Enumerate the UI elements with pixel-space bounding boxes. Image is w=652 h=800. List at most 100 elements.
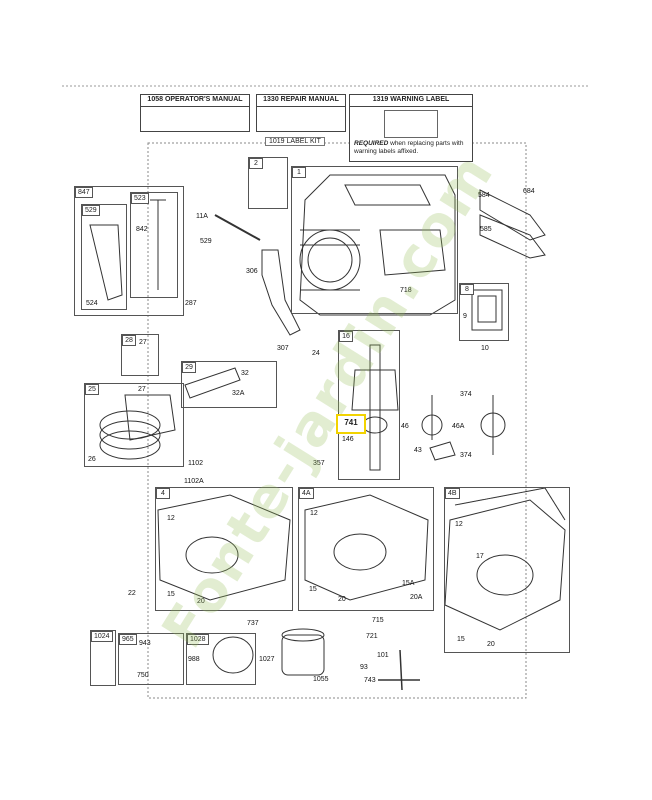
box-1028 bbox=[186, 633, 256, 685]
part-585: 585 bbox=[480, 226, 492, 233]
part-26: 26 bbox=[88, 456, 96, 463]
tag-2: 2 bbox=[249, 158, 263, 169]
tag-529: 529 bbox=[82, 205, 100, 216]
part-20c: 20 bbox=[487, 641, 495, 648]
warning-label-title: 1319 WARNING LABEL bbox=[372, 96, 450, 103]
part-101: 101 bbox=[377, 652, 389, 659]
tag-16: 16 bbox=[339, 331, 353, 342]
highlighted-part-741[interactable]: 741 bbox=[336, 414, 366, 434]
dipstick-tube-drawing bbox=[89, 199, 166, 301]
part-715: 715 bbox=[372, 617, 384, 624]
tag-4: 4 bbox=[156, 488, 170, 499]
tag-523: 523 bbox=[131, 193, 149, 204]
tag-4A: 4A bbox=[299, 488, 314, 499]
part-20a: 20 bbox=[197, 598, 205, 605]
required-text: when replacing parts with warning labels… bbox=[354, 140, 464, 155]
part-12a: 12 bbox=[167, 515, 175, 522]
part-24: 24 bbox=[312, 350, 320, 357]
repair-manual-box: 1330 REPAIR MANUAL bbox=[256, 94, 346, 132]
part-20b: 20 bbox=[338, 596, 346, 603]
part-15b: 15 bbox=[309, 586, 317, 593]
part-737: 737 bbox=[247, 620, 259, 627]
required-bold: REQUIRED bbox=[354, 140, 389, 147]
warning-label-box: 1319 WARNING LABEL bbox=[349, 94, 473, 162]
part-20A: 20A bbox=[410, 594, 423, 601]
tag-8: 8 bbox=[460, 284, 474, 295]
part-529b: 529 bbox=[200, 238, 212, 245]
part-10: 10 bbox=[481, 345, 489, 352]
box-529 bbox=[81, 204, 127, 310]
part-306: 306 bbox=[246, 268, 258, 275]
box-1 bbox=[291, 166, 458, 314]
part-27a: 27 bbox=[139, 339, 147, 346]
part-17: 17 bbox=[476, 553, 484, 560]
box-523 bbox=[130, 192, 178, 298]
required-note: REQUIRED when replacing parts with warni… bbox=[354, 140, 470, 156]
part-988: 988 bbox=[188, 656, 200, 663]
cylinder-block-drawing bbox=[299, 174, 456, 316]
part-15A: 15A bbox=[402, 580, 415, 587]
part-1102a: 1102A bbox=[184, 478, 204, 485]
part-287: 287 bbox=[185, 300, 197, 307]
part-12c: 12 bbox=[455, 521, 463, 528]
box-28 bbox=[121, 334, 159, 376]
part-374b: 374 bbox=[460, 452, 472, 459]
part-374a: 374 bbox=[460, 391, 472, 398]
part-684: 684 bbox=[523, 188, 535, 195]
box-847 bbox=[74, 186, 184, 316]
part-12b: 12 bbox=[310, 510, 318, 517]
part-524: 524 bbox=[86, 300, 98, 307]
box-25 bbox=[84, 383, 184, 467]
part-32: 32 bbox=[241, 370, 249, 377]
part-46: 46 bbox=[401, 423, 409, 430]
part-721: 721 bbox=[366, 633, 378, 640]
label-kit-tag: 1019 LABEL KIT bbox=[265, 137, 325, 146]
part-11a: 11A bbox=[196, 213, 208, 220]
tag-1024: 1024 bbox=[91, 631, 113, 642]
part-743: 743 bbox=[364, 677, 376, 684]
box-2 bbox=[248, 157, 288, 209]
part-750: 750 bbox=[137, 672, 149, 679]
part-357: 357 bbox=[313, 460, 325, 467]
repair-manual-title: 1330 REPAIR MANUAL bbox=[263, 96, 339, 103]
tag-4B: 4B bbox=[445, 488, 460, 499]
operators-manual-title: 1058 OPERATOR'S MANUAL bbox=[147, 96, 243, 103]
box-1024 bbox=[90, 630, 116, 686]
part-943: 943 bbox=[139, 640, 151, 647]
box-8 bbox=[459, 283, 509, 341]
part-15a: 15 bbox=[167, 591, 175, 598]
warning-label-icon bbox=[384, 110, 438, 138]
part-32a: 32A bbox=[232, 390, 245, 397]
box-16 bbox=[338, 330, 400, 480]
part-584: 584 bbox=[478, 192, 490, 199]
part-27b: 27 bbox=[138, 386, 146, 393]
part-842: 842 bbox=[136, 226, 148, 233]
tag-1028: 1028 bbox=[187, 634, 209, 645]
part-22: 22 bbox=[128, 590, 136, 597]
tag-1: 1 bbox=[292, 167, 306, 178]
box-4A bbox=[298, 487, 434, 611]
tag-28: 28 bbox=[122, 335, 136, 346]
part-1055: 1055 bbox=[313, 676, 329, 683]
part-1027: 1027 bbox=[259, 656, 275, 663]
tag-847: 847 bbox=[75, 187, 93, 198]
part-43: 43 bbox=[414, 447, 422, 454]
part-9: 9 bbox=[463, 313, 467, 320]
part-1102: 1102 bbox=[188, 460, 204, 467]
box-4 bbox=[155, 487, 293, 611]
part-93: 93 bbox=[360, 664, 368, 671]
part-15c: 15 bbox=[457, 636, 465, 643]
box-965 bbox=[118, 633, 184, 685]
tag-965: 965 bbox=[119, 634, 137, 645]
part-146: 146 bbox=[342, 436, 354, 443]
box-29 bbox=[181, 361, 277, 408]
part-46a: 46A bbox=[452, 423, 465, 430]
part-307: 307 bbox=[277, 345, 289, 352]
part-718: 718 bbox=[400, 287, 412, 294]
tag-25: 25 bbox=[85, 384, 99, 395]
operators-manual-box: 1058 OPERATOR'S MANUAL bbox=[140, 94, 250, 132]
tag-29: 29 bbox=[182, 362, 196, 373]
box-4B bbox=[444, 487, 570, 653]
